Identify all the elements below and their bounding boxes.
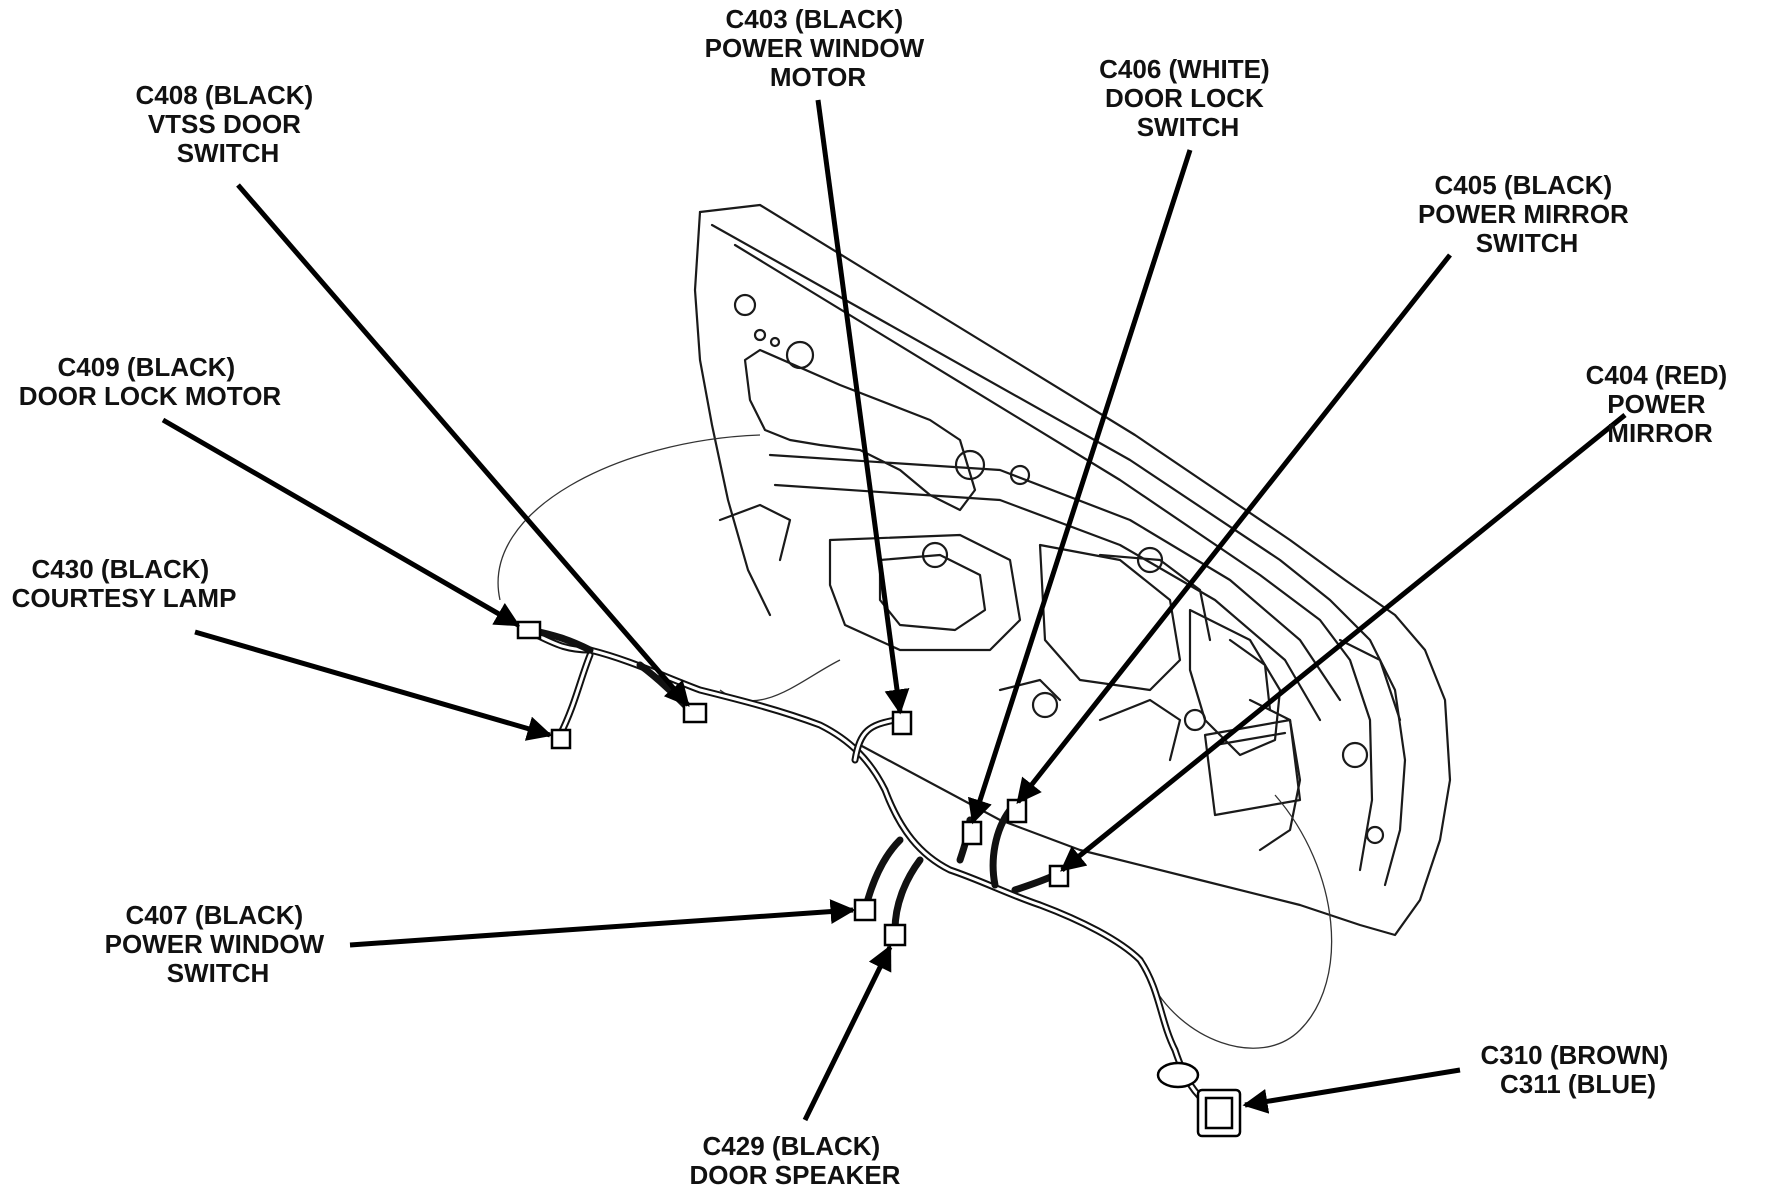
connector-c430	[550, 728, 572, 750]
connector-c405	[1006, 798, 1028, 824]
label-c409: C409 (BLACK) DOOR LOCK MOTOR	[19, 352, 282, 411]
wiring-harness	[521, 626, 1214, 1109]
label-c407: C407 (BLACK) POWER WINDOW SWITCH	[105, 900, 332, 988]
label-c429: C429 (BLACK) DOOR SPEAKER	[690, 1131, 901, 1190]
label-c430: C430 (BLACK) COURTESY LAMP	[12, 554, 237, 613]
connector-c407	[853, 898, 877, 922]
leader-c409	[161, 417, 521, 628]
leader-c404	[1060, 413, 1627, 872]
leader-arrows	[161, 99, 1627, 1122]
leader-c430	[194, 629, 553, 741]
connector-c403	[891, 710, 913, 736]
leader-c406	[968, 149, 1193, 825]
door-inner-panel	[693, 203, 1452, 937]
label-c404: C404 (RED) POWER MIRROR	[1586, 360, 1735, 448]
leader-c407	[349, 899, 856, 948]
label-c403: C403 (BLACK) POWER WINDOW MOTOR	[705, 4, 932, 92]
connector-c310-c311	[1156, 1061, 1242, 1138]
label-c310-c311: C310 (BROWN) C311 (BLUE)	[1480, 1040, 1675, 1099]
harness-connectors	[516, 620, 1242, 1138]
connector-c429	[883, 923, 907, 947]
leader-c408	[236, 183, 690, 707]
leader-c405	[1016, 253, 1452, 804]
label-c405: C405 (BLACK) POWER MIRROR SWITCH	[1418, 170, 1636, 258]
leader-c403	[815, 99, 910, 715]
connector-c406	[961, 820, 983, 846]
label-c408: C408 (BLACK) VTSS DOOR SWITCH	[136, 80, 321, 168]
leader-c310	[1242, 1067, 1461, 1114]
callout-labels: C403 (BLACK) POWER WINDOW MOTOR C408 (BL…	[12, 4, 1735, 1190]
label-c406: C406 (WHITE) DOOR LOCK SWITCH	[1099, 54, 1277, 142]
connector-c409	[516, 620, 542, 640]
connector-c408	[682, 702, 708, 724]
leader-c429	[802, 944, 893, 1122]
